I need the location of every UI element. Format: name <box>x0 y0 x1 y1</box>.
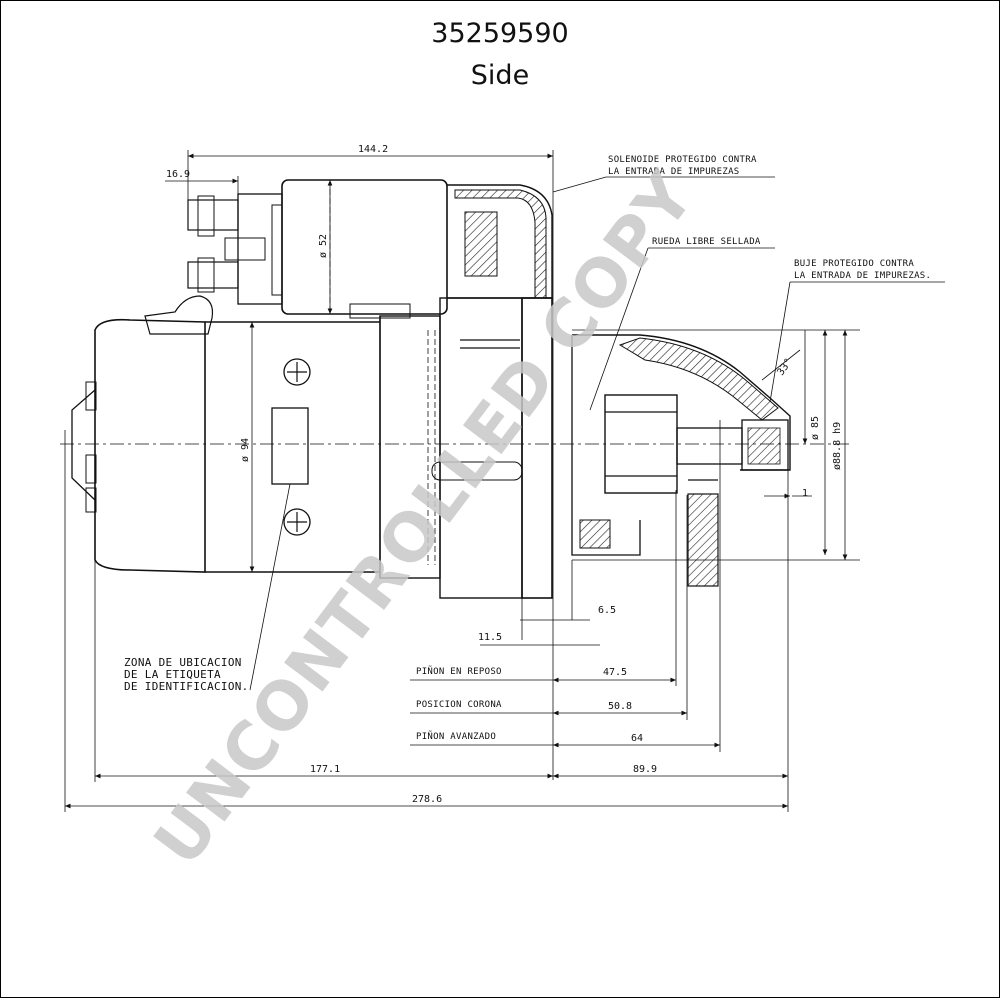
ring-gear <box>687 493 719 587</box>
dim-advanced: 64 <box>631 733 643 744</box>
screw-bottom <box>283 508 311 536</box>
nose-hatch <box>618 337 779 421</box>
dim-angle: 33° <box>775 357 794 378</box>
terminal-mid <box>224 237 266 261</box>
dim-total-length: 278.6 <box>412 794 442 805</box>
note-zone-3: DE IDENTIFICACION. <box>124 680 249 693</box>
terminal-low <box>187 261 239 289</box>
drive-housing <box>572 334 791 471</box>
note-wheel: RUEDA LIBRE SELLADA <box>652 237 761 247</box>
dim-gap: 1 <box>802 488 808 499</box>
part-number-title: 35259590 <box>431 18 569 49</box>
label-pinion-advanced: PIÑON AVANZADO <box>416 731 496 742</box>
starter-geometry <box>60 179 850 599</box>
dim-offset-a: 6.5 <box>598 605 616 616</box>
dim-crown: 50.8 <box>608 701 632 712</box>
dim-right-length: 89.9 <box>633 764 657 775</box>
bushing <box>741 419 789 471</box>
solenoid-boot <box>454 189 547 299</box>
terminal-top <box>187 199 239 231</box>
shaft <box>676 427 743 465</box>
screw-top <box>283 358 311 386</box>
dim-top-overall: 144.2 <box>358 144 388 155</box>
dim-solenoid-diameter: ø 52 <box>318 234 329 258</box>
note-solenoid-1: SOLENOIDE PROTEGIDO CONTRA <box>608 155 757 165</box>
dim-pinion-diameter: ø 85 <box>810 416 821 440</box>
label-zone <box>271 407 309 485</box>
note-zone-1: ZONA DE UBICACION <box>124 656 242 669</box>
note-solenoid-2: LA ENTRADA DE IMPUREZAS <box>608 167 740 177</box>
cable-lug <box>144 295 214 335</box>
dim-terminal-offset: 16.9 <box>166 169 190 180</box>
end-cap <box>71 389 96 501</box>
dim-rest: 47.5 <box>603 667 627 678</box>
motor-housing <box>94 318 206 573</box>
label-crown-position: POSICION CORONA <box>416 700 502 710</box>
label-pinion-rest: PIÑON EN REPOSO <box>416 666 502 677</box>
note-bushing-2: LA ENTRADA DE IMPUREZAS. <box>794 271 931 281</box>
dim-flange-diameter: ø88.8 h9 <box>832 422 843 470</box>
view-title: Side <box>470 60 530 91</box>
dim-left-length: 177.1 <box>310 764 340 775</box>
solenoid-body <box>281 179 448 315</box>
note-zone-2: DE LA ETIQUETA <box>124 668 221 681</box>
dim-offset-b: 11.5 <box>478 632 502 643</box>
dim-body-diameter: ø 94 <box>240 438 251 462</box>
dimension-texts: 144.2 16.9 ø 52 ø 94 ø 85 ø88.8 h9 33° 1… <box>166 144 843 805</box>
dimension-lines <box>64 150 945 812</box>
note-bushing-1: BUJE PROTEGIDO CONTRA <box>794 259 914 269</box>
plunger-spring <box>464 211 498 277</box>
pinion-hatch <box>579 519 611 549</box>
notes: SOLENOIDE PROTEGIDO CONTRA LA ENTRADA DE… <box>124 155 931 742</box>
watermark: UNCONTROLLED COPY <box>139 158 709 880</box>
